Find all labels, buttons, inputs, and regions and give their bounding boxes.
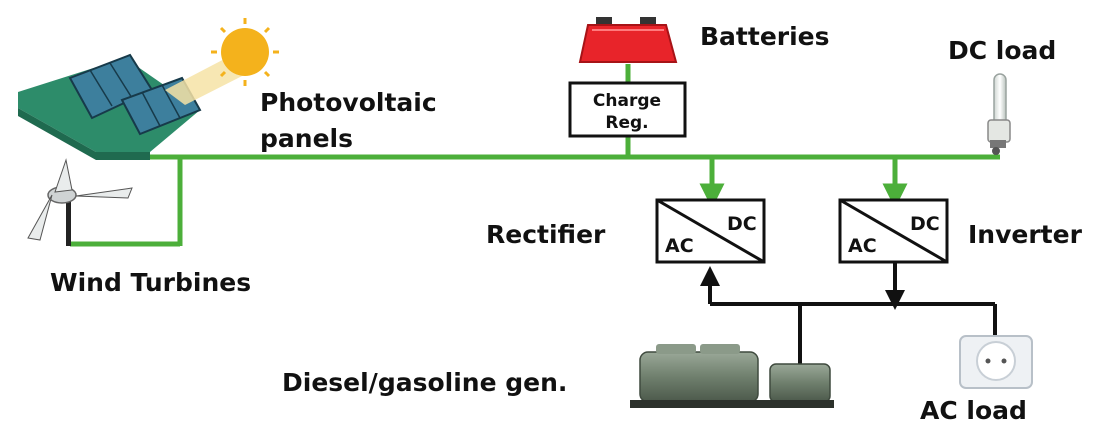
rectifier-label: Rectifier [486, 220, 606, 249]
rectifier-dc-label: DC [727, 213, 757, 235]
dc-load-label: DC load [948, 36, 1057, 65]
sun-icon [165, 18, 279, 105]
generator-icon [630, 344, 834, 408]
rectifier-ac-label: AC [665, 235, 694, 257]
rectifier-converter: DC AC [655, 198, 766, 264]
light-bulb-icon [987, 73, 1011, 155]
diesel-gen-label: Diesel/gasoline gen. [282, 368, 568, 397]
inverter-dc-label: DC [910, 213, 940, 235]
wind-turbine-icon [27, 158, 133, 246]
inverter-label: Inverter [968, 220, 1082, 249]
battery-icon [578, 17, 678, 63]
dc-bus [70, 64, 1000, 247]
charge-reg-label-line2: Reg. [605, 113, 648, 133]
photovoltaic-label-line2: panels [260, 124, 353, 153]
charge-reg-label-line1: Charge [593, 91, 661, 111]
batteries-label: Batteries [700, 22, 830, 51]
inverter-ac-label: AC [848, 235, 877, 257]
solar-panel-icon [18, 53, 202, 160]
wind-turbines-label: Wind Turbines [50, 268, 252, 297]
ac-load-label: AC load [920, 396, 1027, 425]
power-socket-icon [959, 335, 1033, 389]
charge-regulator-box: Charge Reg. [568, 81, 687, 138]
ac-bus [700, 262, 997, 366]
inverter-converter: DC AC [838, 198, 949, 264]
photovoltaic-label-line1: Photovoltaic [260, 88, 437, 117]
